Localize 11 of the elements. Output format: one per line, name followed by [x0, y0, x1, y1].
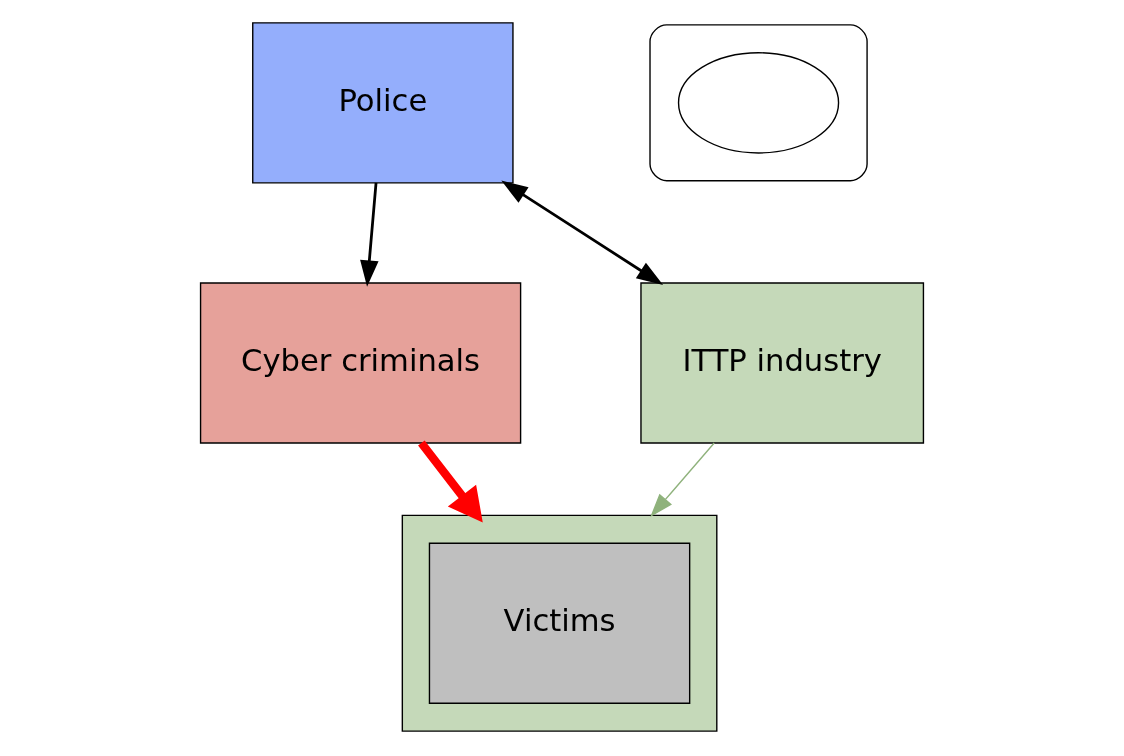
node-box: Police — [252, 22, 514, 184]
cluster — [649, 24, 868, 182]
arrow — [501, 180, 664, 285]
node-box: Victims — [428, 542, 691, 704]
arrow — [360, 182, 379, 287]
node-cloud — [677, 52, 840, 154]
cluster — [401, 514, 718, 732]
arrow — [418, 440, 483, 523]
node-box: ITTP industry — [640, 282, 925, 444]
arrow — [650, 442, 715, 517]
node-box: Cyber criminals — [199, 282, 522, 444]
